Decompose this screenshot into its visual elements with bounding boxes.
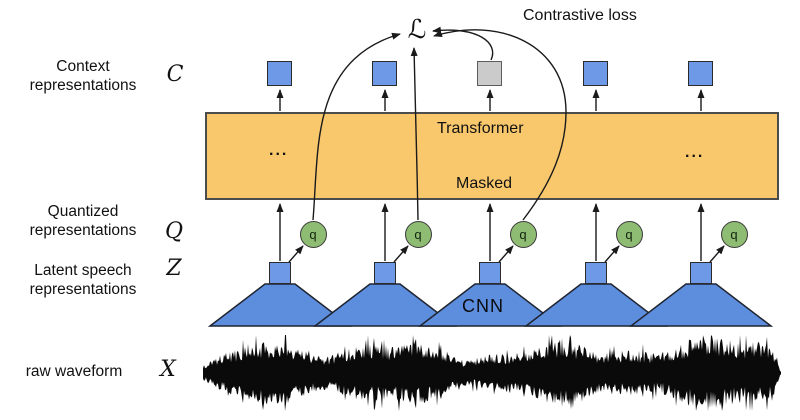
quantizer-circle: q [615, 220, 643, 248]
raw-waveform [203, 335, 781, 411]
masked-label: Masked [456, 175, 513, 192]
raw-waveform-label-text: raw waveform [25, 363, 123, 380]
ellipsis-right: ... [685, 144, 705, 161]
context-symbol: C [166, 62, 184, 87]
latent-label-line2: representations [29, 281, 137, 298]
ellipsis-left: ... [269, 142, 289, 159]
arrow-latent-to-quantizer [288, 245, 304, 263]
quantizer-circle: q [509, 220, 537, 248]
latent-square [690, 262, 712, 284]
arrow-latent-to-quantizer [604, 245, 620, 263]
arrow-latent-to-quantizer [498, 245, 514, 263]
waveform-symbol: X [160, 357, 176, 382]
contrastive-loss-symbol: ℒ [407, 15, 427, 45]
context-square [267, 61, 292, 86]
arrow-latent-to-quantizer [709, 245, 725, 263]
quantized-representations-label: Quantized representations [8, 202, 158, 240]
contrastive-loss-label: Contrastive loss [523, 7, 637, 24]
latent-symbol: Z [166, 256, 182, 281]
context-square-masked [477, 61, 502, 86]
latent-square [585, 262, 607, 284]
quantized-label-line1: Quantized [47, 203, 119, 220]
context-label-line2: representations [29, 77, 137, 94]
latent-label-line1: Latent speech [34, 262, 132, 279]
context-square [688, 61, 713, 86]
quantized-symbol: Q [164, 219, 184, 244]
cnn-trapezoid [207, 283, 353, 327]
latent-square [374, 262, 396, 284]
raw-waveform-label: raw waveform [0, 362, 148, 381]
cnn-trapezoid [628, 283, 774, 327]
cnn-trapezoid [523, 283, 669, 327]
transformer-box: Transformer Masked ... ... [205, 112, 779, 200]
context-square [372, 61, 397, 86]
context-label-line1: Context [56, 58, 110, 75]
curve-masked-context-to-loss [432, 26, 494, 61]
context-square [583, 61, 608, 86]
latent-speech-representations-label: Latent speech representations [8, 261, 158, 299]
quantizer-circle: q [720, 220, 748, 248]
quantizer-circle: q [404, 220, 432, 248]
cnn-label: CNN [462, 296, 504, 316]
transformer-title: Transformer [437, 120, 524, 137]
quantized-label-line2: representations [29, 222, 137, 239]
quantizer-circle: q [299, 220, 327, 248]
arrow-latent-to-quantizer [393, 245, 409, 263]
cnn-trapezoid [312, 283, 458, 327]
latent-square [479, 262, 501, 284]
latent-square [269, 262, 291, 284]
context-representations-label: Context representations [8, 57, 158, 95]
